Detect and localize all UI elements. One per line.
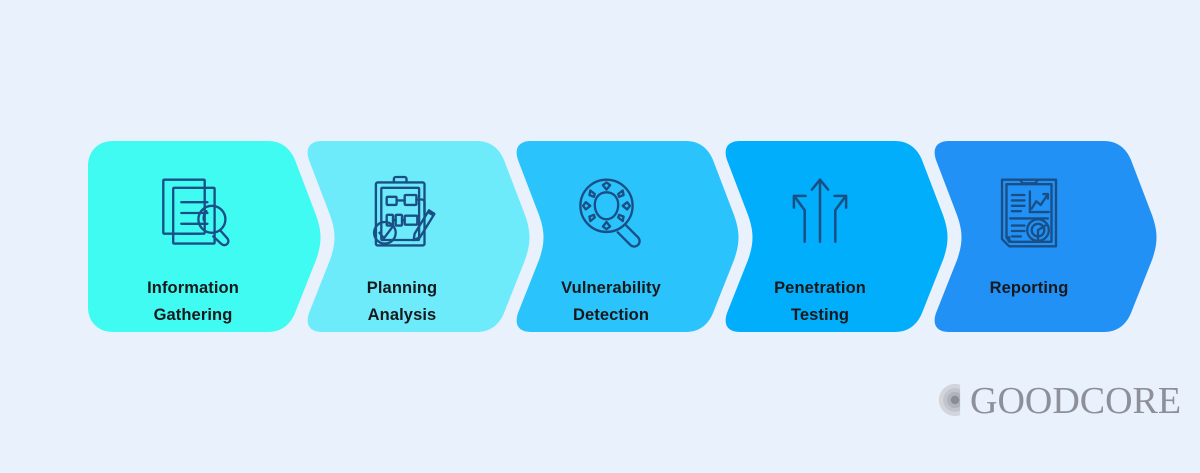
documents-magnifier-icon [162,178,230,247]
concentric-rings-icon [938,383,972,417]
step-2-label: Planning Analysis [366,279,438,325]
step-1-label: Information Gathering [147,279,239,325]
brand-wordmark: GOODCORE [970,380,1182,422]
virus-magnifier-icon [579,178,641,248]
step-2-content: Planning Analysis [297,165,507,329]
step-1-content: Information Gathering [88,165,298,329]
three-arrows-up-icon [792,178,848,244]
step-5-content: Reporting [924,165,1134,302]
step-4-label: Penetration Testing [774,279,866,325]
step-5-label: Reporting [989,279,1069,297]
step-3-content: Vulnerability Detection [506,165,716,329]
clipboard-flowchart-pencil-icon [372,175,436,247]
brand-logo[interactable]: GOODCORE [938,380,1181,420]
report-clipboard-chart-icon [1000,178,1058,248]
step-4-content: Penetration Testing [715,165,925,329]
step-3-label: Vulnerability Detection [561,279,661,325]
